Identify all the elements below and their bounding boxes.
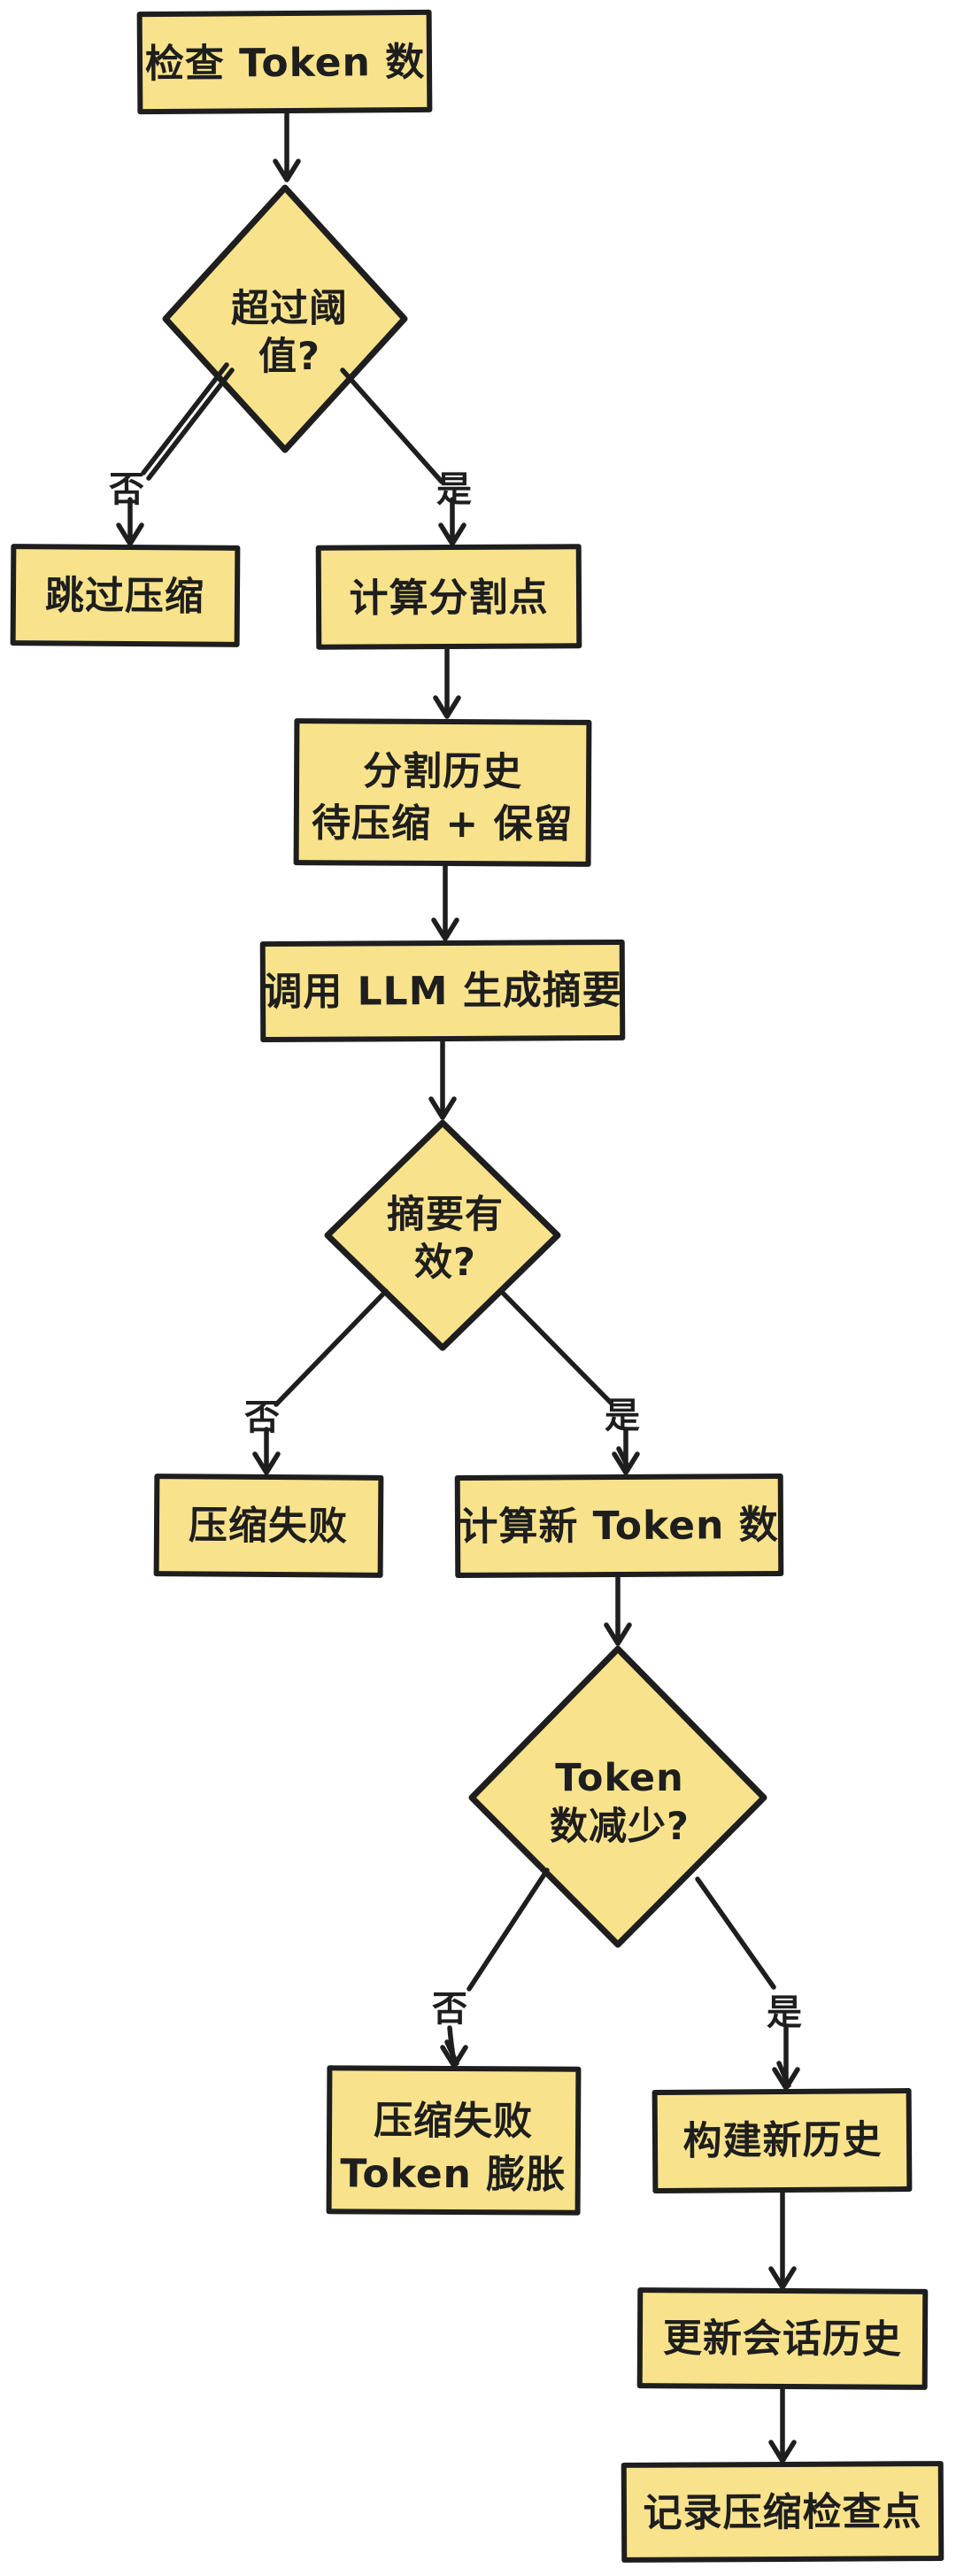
node-failed-inflation-line1: 压缩失败: [374, 2099, 533, 2145]
arrowhead-icon: [116, 522, 144, 546]
node-compression-failed: [153, 1474, 384, 1578]
node-record-checkpoint-label: 记录压缩检查点: [643, 2489, 921, 2536]
edge-valid-no: [274, 1288, 389, 1407]
arrowhead-icon: [438, 522, 466, 546]
arrowhead-icon: [768, 2440, 797, 2464]
node-failed-inflation-line2: Token 膨胀: [340, 2151, 566, 2197]
node-summary-valid-line1: 摘要有: [387, 1193, 504, 1237]
arrowhead-icon: [604, 1622, 632, 1646]
edge-threshold-yes: [340, 367, 444, 484]
node-call-llm-label: 调用 LLM 生成摘要: [263, 968, 622, 1015]
arrowhead-overdraw-icon: [616, 1446, 631, 1471]
node-split-history-line1: 分割历史: [363, 749, 522, 795]
edge-reduced-no: [466, 1868, 550, 1992]
edge-label-no-3: 否: [432, 1989, 467, 2030]
edge-reduced-yes: [695, 1876, 776, 1990]
edge-label-no-1: 否: [109, 469, 144, 510]
arrowhead-icon: [252, 1451, 281, 1475]
arrowhead-icon: [428, 1096, 457, 1120]
node-compression-failed-label: 压缩失败: [189, 1503, 348, 1549]
node-check-token: [136, 9, 433, 115]
node-calc-split-point: [315, 544, 582, 650]
node-skip-compression: [10, 544, 241, 647]
node-over-threshold: [162, 184, 408, 453]
node-failed-inflation: [326, 2065, 582, 2216]
node-update-session-history-label: 更新会话历史: [663, 2316, 902, 2362]
node-calc-new-tokens-label: 计算新 Token 数: [459, 1503, 779, 1550]
node-record-checkpoint: [621, 2461, 944, 2563]
node-check-token-label: 检查 Token 数: [145, 40, 426, 87]
arrowhead-overdraw-icon: [776, 2061, 791, 2088]
arrowhead-icon: [433, 695, 461, 719]
node-over-threshold-line2: 值?: [258, 335, 320, 379]
node-skip-compression-label: 跳过压缩: [45, 573, 204, 619]
edge-label-no-2: 否: [244, 1397, 280, 1438]
node-build-new-history-label: 构建新历史: [682, 2117, 882, 2164]
node-split-history-line2: 待压缩 + 保留: [312, 801, 574, 847]
node-calc-split-point-label: 计算分割点: [349, 575, 548, 621]
node-over-threshold-line1: 超过阈: [231, 287, 348, 331]
arrowhead-icon: [440, 2045, 468, 2069]
node-tokens-reduced-line2: 数减少?: [550, 1805, 690, 1849]
node-summary-valid-line2: 效?: [414, 1241, 476, 1285]
arrowhead-icon: [772, 2067, 800, 2091]
edge-threshold-no: [146, 367, 235, 481]
arrowhead-icon: [431, 917, 459, 941]
arrowhead-icon: [768, 2266, 797, 2290]
edge-label-yes-2: 是: [605, 1396, 640, 1436]
edge-valid-yes: [498, 1288, 613, 1405]
node-tokens-reduced-line1: Token: [555, 1756, 683, 1800]
arrowhead-icon: [273, 159, 301, 182]
arrowhead-icon: [612, 1451, 640, 1475]
edge-threshold-no-overdraw: [141, 362, 229, 476]
arrowhead-overdraw-icon: [444, 2039, 459, 2066]
node-split-history: [293, 718, 592, 867]
